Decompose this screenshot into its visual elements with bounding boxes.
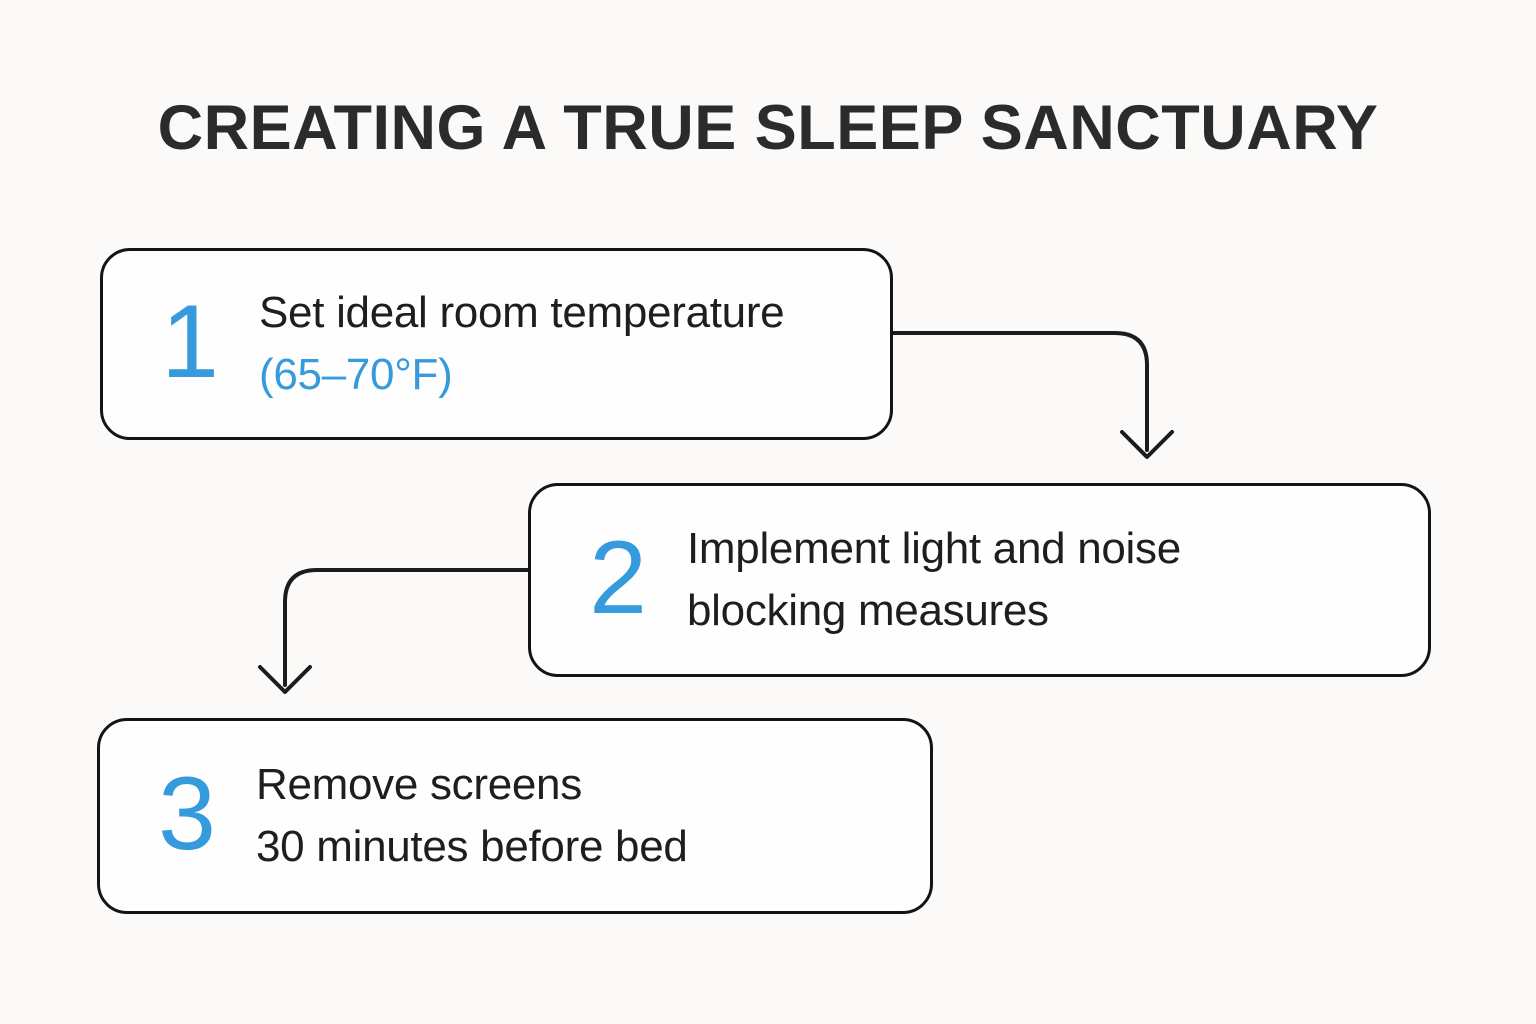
step-2-box: 2 Implement light and noise blocking mea… — [528, 483, 1431, 677]
arrowhead-down-icon — [1120, 430, 1174, 459]
step-3-box: 3 Remove screens 30 minutes before bed — [97, 718, 933, 914]
page-title: CREATING A TRUE SLEEP SANCTUARY — [157, 93, 1379, 163]
step-2-text: Implement light and noise blocking measu… — [687, 518, 1181, 641]
step-2-line1: Implement light and noise — [687, 524, 1181, 574]
step-1-line1: Set ideal room temperature — [259, 288, 785, 338]
arrow-step1-to-step2 — [891, 331, 1174, 459]
step-3-text: Remove screens 30 minutes before bed — [256, 754, 688, 877]
step-1-box: 1 Set ideal room temperature (65–70°F) — [100, 248, 893, 440]
step-1-line2: (65–70°F) — [259, 350, 453, 399]
step-3-number: 3 — [158, 756, 216, 872]
arrow-step2-to-step3 — [258, 568, 530, 694]
step-2-line2: blocking measures — [687, 586, 1049, 635]
step-2-number: 2 — [589, 520, 647, 636]
step-3-line2: 30 minutes before bed — [256, 822, 688, 871]
step-1-number: 1 — [161, 284, 219, 400]
arrowhead-down-icon — [258, 665, 312, 694]
step-3-line1: Remove screens — [256, 760, 582, 810]
step-1-text: Set ideal room temperature (65–70°F) — [259, 282, 785, 405]
